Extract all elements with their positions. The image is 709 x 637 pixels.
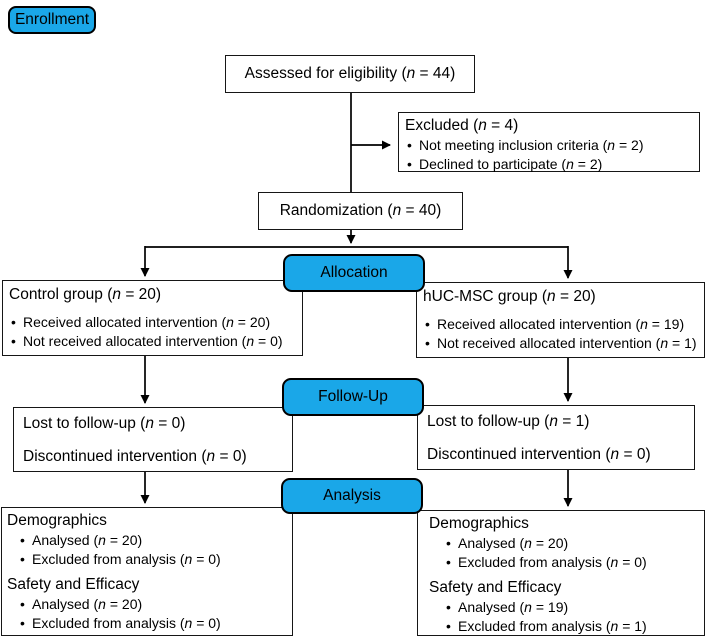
bullet-dot: • — [20, 615, 25, 631]
excluded-bullet: • Declined to participate (n = 2) — [399, 155, 699, 174]
huc-msc-group-title: hUC-MSC group (n = 20) — [423, 288, 596, 305]
bullet-dot: • — [425, 335, 430, 351]
bullet-text: Declined to participate (n = 2) — [419, 155, 603, 172]
bullet-text: Excluded from analysis (n = 0) — [32, 615, 221, 631]
analysis-bullet: • Excluded from analysis (n = 0) — [418, 553, 704, 572]
followup-right-box: Lost to follow-up (n = 1) Discontinued i… — [417, 405, 695, 470]
bullet-text: Received allocated intervention (n = 19) — [437, 316, 685, 332]
control-bullet: • Not received allocated intervention (n… — [3, 332, 302, 351]
stage-label-enrollment: Enrollment — [8, 6, 96, 34]
bullet-text: Excluded from analysis (n = 0) — [32, 551, 221, 567]
followup-line: Lost to follow-up (n = 0) — [23, 415, 186, 432]
bullet-text: Analysed (n = 20) — [458, 535, 569, 551]
analysis-bullet: • Analysed (n = 20) — [2, 595, 292, 614]
bullet-text: Excluded from analysis (n = 1) — [458, 618, 647, 634]
followup-line: Discontinued intervention (n = 0) — [23, 448, 247, 465]
huc-bullet: • Not received allocated intervention (n… — [417, 334, 704, 353]
bullet-dot: • — [407, 137, 412, 153]
stage-label-analysis: Analysis — [281, 478, 423, 514]
bullet-text: Not meeting inclusion criteria (n = 2) — [419, 137, 644, 153]
bullet-dot: • — [446, 535, 451, 551]
stage-label-allocation: Allocation — [283, 254, 425, 292]
bullet-dot: • — [20, 551, 25, 567]
bullet-text: Received allocated intervention (n = 20) — [23, 314, 271, 330]
randomization-text: Randomization (n = 40) — [279, 202, 442, 219]
control-group-title: Control group (n = 20) — [9, 286, 162, 303]
bullet-text: Analysed (n = 20) — [32, 596, 143, 612]
bullet-dot: • — [20, 596, 25, 612]
huc-msc-group-box: hUC-MSC group (n = 20) • Received alloca… — [416, 282, 705, 358]
bullet-dot: • — [20, 532, 25, 548]
bullet-dot: • — [11, 333, 16, 349]
excluded-bullet: • Not meeting inclusion criteria (n = 2) — [399, 136, 699, 155]
analysis-bullet: • Excluded from analysis (n = 0) — [2, 614, 292, 633]
bullet-dot: • — [446, 599, 451, 615]
control-bullet: • Received allocated intervention (n = 2… — [3, 313, 302, 332]
analysis-right-box: Demographics • Analysed (n = 20) • Exclu… — [417, 510, 705, 636]
randomization-box: Randomization (n = 40) — [258, 192, 463, 230]
analysis-section-title: Demographics — [7, 512, 107, 529]
analysis-bullet: • Excluded from analysis (n = 1) — [418, 617, 704, 636]
analysis-bullet: • Analysed (n = 20) — [418, 534, 704, 553]
bullet-text: Analysed (n = 19) — [458, 599, 569, 615]
control-group-box: Control group (n = 20) • Received alloca… — [2, 280, 303, 356]
assessed-box: Assessed for eligibility (n = 44) — [225, 55, 475, 93]
assessed-text: Assessed for eligibility (n = 44) — [244, 65, 456, 82]
bullet-dot: • — [425, 316, 430, 332]
analysis-bullet: • Analysed (n = 20) — [2, 531, 292, 550]
bullet-dot: • — [11, 314, 16, 330]
bullet-text: Not received allocated intervention (n =… — [437, 335, 697, 351]
analysis-left-box: Demographics • Analysed (n = 20) • Exclu… — [1, 507, 293, 636]
bullet-text: Analysed (n = 20) — [32, 532, 143, 548]
excluded-title: Excluded (n = 4) — [405, 117, 519, 134]
excluded-box: Excluded (n = 4) • Not meeting inclusion… — [398, 112, 700, 172]
stage-label-followup: Follow-Up — [282, 378, 424, 416]
bullet-dot: • — [407, 155, 412, 172]
analysis-bullet: • Analysed (n = 19) — [418, 598, 704, 617]
followup-line: Lost to follow-up (n = 1) — [427, 413, 590, 430]
bullet-text: Excluded from analysis (n = 0) — [458, 554, 647, 570]
bullet-dot: • — [446, 618, 451, 634]
analysis-section-title: Safety and Efficacy — [7, 576, 140, 593]
bullet-text: Not received allocated intervention (n =… — [23, 333, 283, 349]
followup-left-box: Lost to follow-up (n = 0) Discontinued i… — [13, 407, 293, 472]
huc-bullet: • Received allocated intervention (n = 1… — [417, 315, 704, 334]
analysis-section-title: Demographics — [429, 515, 529, 532]
analysis-bullet: • Excluded from analysis (n = 0) — [2, 550, 292, 569]
followup-line: Discontinued intervention (n = 0) — [427, 446, 651, 463]
bullet-dot: • — [446, 554, 451, 570]
analysis-section-title: Safety and Efficacy — [429, 579, 562, 596]
